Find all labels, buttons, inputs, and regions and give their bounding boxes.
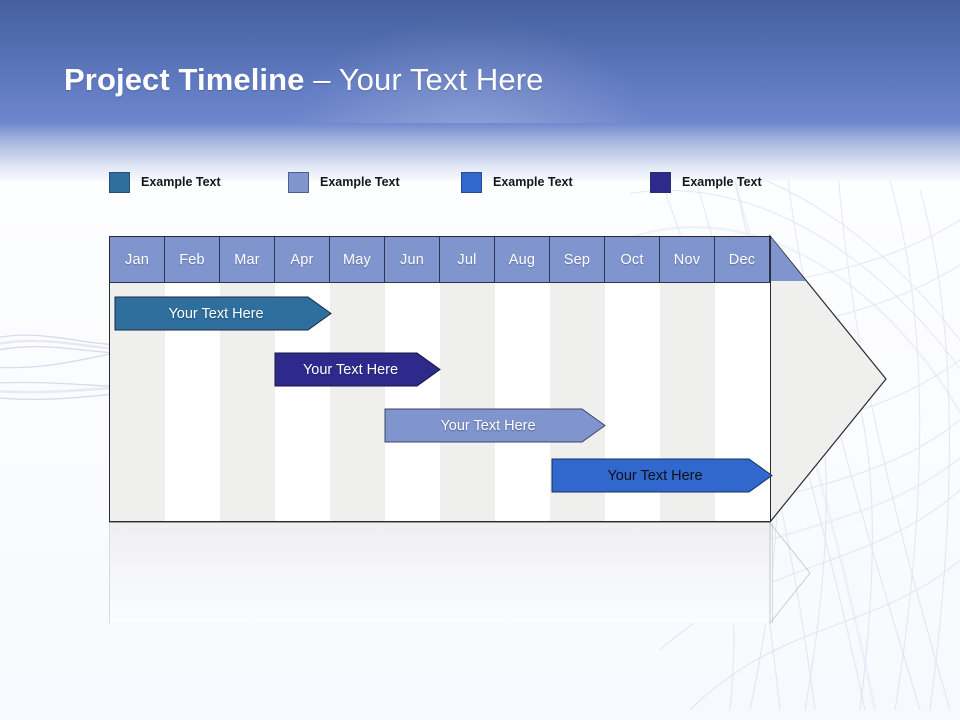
timeline-bar-4[interactable]: Your Text Here <box>551 458 773 493</box>
month-label-jun: Jun <box>400 252 424 268</box>
month-label-apr: Apr <box>290 252 314 268</box>
month-header-mar[interactable]: Mar <box>220 237 275 283</box>
timeline-column-feb <box>165 237 220 521</box>
timeline-month-header: Jan Feb Mar Apr May Jun Jul Aug Sep Oct … <box>110 237 770 284</box>
month-label-mar: Mar <box>234 252 260 268</box>
month-label-may: May <box>343 252 371 268</box>
month-label-oct: Oct <box>620 252 644 268</box>
month-header-sep[interactable]: Sep <box>550 237 605 283</box>
timeline-chart: Jan Feb Mar Apr May Jun Jul Aug Sep Oct … <box>109 236 773 522</box>
month-label-nov: Nov <box>673 252 701 268</box>
month-label-feb: Feb <box>179 252 205 268</box>
timeline-column-aug <box>495 237 550 521</box>
timeline-column-mar <box>220 237 275 521</box>
legend-item-3[interactable]: Example Text <box>461 170 573 194</box>
legend-label-2: Example Text <box>320 175 400 189</box>
legend: Example Text Example Text Example Text E… <box>109 170 849 194</box>
legend-label-3: Example Text <box>493 175 573 189</box>
month-header-jan[interactable]: Jan <box>110 237 165 283</box>
page-title-strong: Project Timeline <box>64 62 305 97</box>
month-header-apr[interactable]: Apr <box>275 237 330 283</box>
month-header-nov[interactable]: Nov <box>660 237 715 283</box>
legend-item-2[interactable]: Example Text <box>288 170 400 194</box>
page-title: Project Timeline – Your Text Here <box>64 58 543 102</box>
legend-label-4: Example Text <box>682 175 762 189</box>
page-title-separator: – <box>304 62 339 97</box>
timeline-column-jul <box>440 237 495 521</box>
legend-swatch-icon-3 <box>461 171 482 193</box>
legend-swatch-icon-2 <box>288 171 309 193</box>
timeline-column-jan <box>110 237 165 521</box>
timeline-bar-2[interactable]: Your Text Here <box>274 352 441 387</box>
legend-swatch-icon-4 <box>650 171 671 193</box>
month-header-feb[interactable]: Feb <box>165 237 220 283</box>
banner-fade <box>0 123 960 181</box>
legend-label-1: Example Text <box>141 175 221 189</box>
month-header-oct[interactable]: Oct <box>605 237 660 283</box>
month-header-jul[interactable]: Jul <box>440 237 495 283</box>
month-header-dec[interactable]: Dec <box>715 237 770 283</box>
chart-reflection <box>109 523 773 623</box>
legend-item-1[interactable]: Example Text <box>109 170 221 194</box>
month-label-sep: Sep <box>563 252 591 268</box>
chart-reflection-arrowhead <box>769 521 886 625</box>
month-label-jan: Jan <box>125 252 149 268</box>
month-header-jun[interactable]: Jun <box>385 237 440 283</box>
page-title-light: Your Text Here <box>338 62 544 97</box>
legend-swatch-icon-1 <box>109 171 130 193</box>
banner-glow <box>260 0 680 123</box>
month-header-may[interactable]: May <box>330 237 385 283</box>
timeline-grid: Jan Feb Mar Apr May Jun Jul Aug Sep Oct … <box>109 236 773 522</box>
legend-item-4[interactable]: Example Text <box>650 170 762 194</box>
timeline-arrowhead <box>769 234 887 524</box>
month-header-underline <box>110 282 770 284</box>
timeline-bar-3[interactable]: Your Text Here <box>384 408 606 443</box>
timeline-bar-1[interactable]: Your Text Here <box>114 296 332 331</box>
month-header-aug[interactable]: Aug <box>495 237 550 283</box>
month-label-dec: Dec <box>728 252 756 268</box>
month-label-jul: Jul <box>457 252 477 268</box>
title-banner <box>0 0 960 123</box>
month-label-aug: Aug <box>508 252 536 268</box>
